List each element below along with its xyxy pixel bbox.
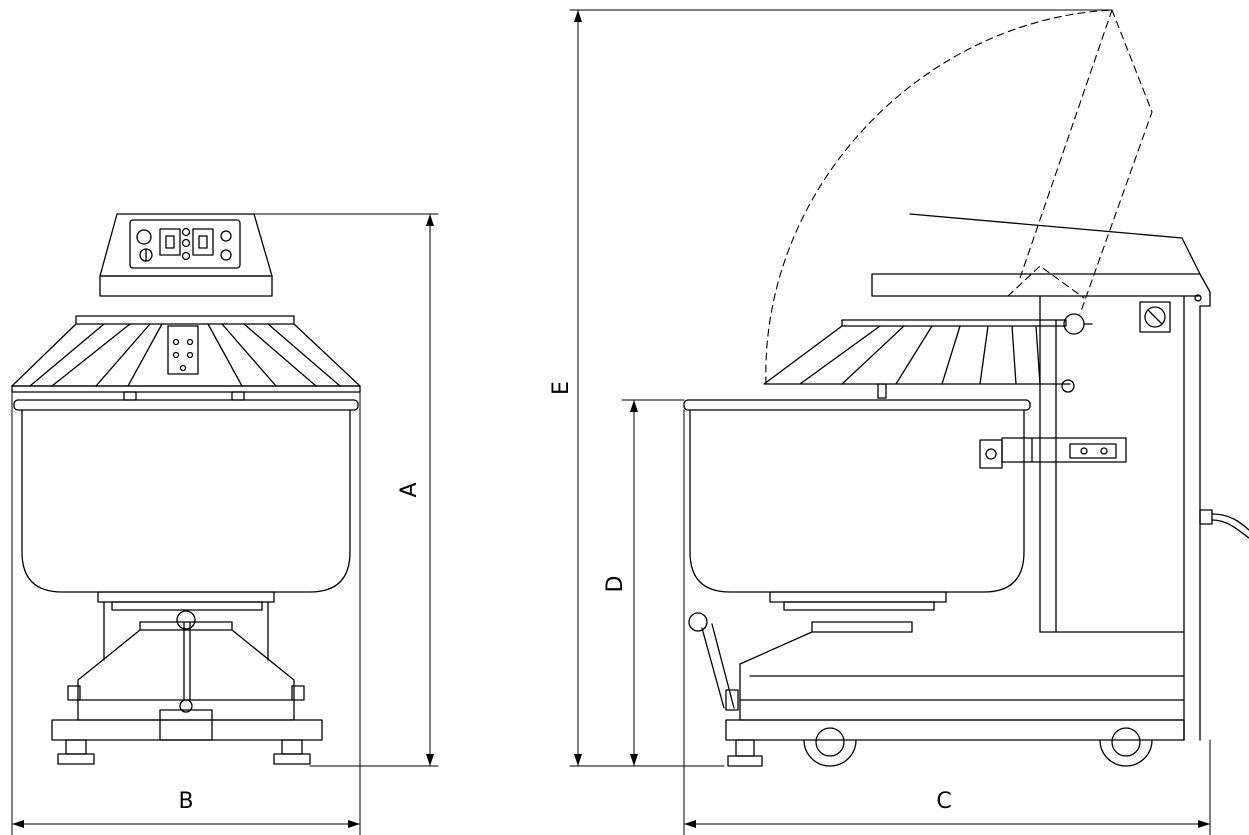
power-cable bbox=[1199, 509, 1249, 539]
front-feet bbox=[57, 739, 311, 765]
dimension-lines bbox=[11, 9, 1211, 835]
raised-head-outline bbox=[765, 9, 1153, 385]
base bbox=[51, 601, 323, 741]
side-base bbox=[688, 612, 1185, 767]
bowl-clamp-arm bbox=[979, 437, 1127, 469]
side-head bbox=[871, 213, 1211, 333]
side-column bbox=[1039, 295, 1201, 741]
side-bowl bbox=[683, 399, 1031, 633]
safety-guard bbox=[11, 315, 361, 401]
dim-label-a: A bbox=[397, 482, 422, 497]
side-safety-guard bbox=[763, 313, 1093, 399]
dim-label-d: D bbox=[603, 576, 628, 593]
side-view bbox=[683, 9, 1249, 767]
front-view bbox=[11, 213, 361, 765]
dim-label-c: C bbox=[936, 789, 951, 814]
control-head bbox=[99, 213, 273, 297]
bowl bbox=[13, 399, 359, 611]
dim-label-b: B bbox=[178, 789, 193, 814]
dimension-labels: A B C D E bbox=[178, 381, 951, 814]
dim-label-e: E bbox=[549, 381, 574, 395]
